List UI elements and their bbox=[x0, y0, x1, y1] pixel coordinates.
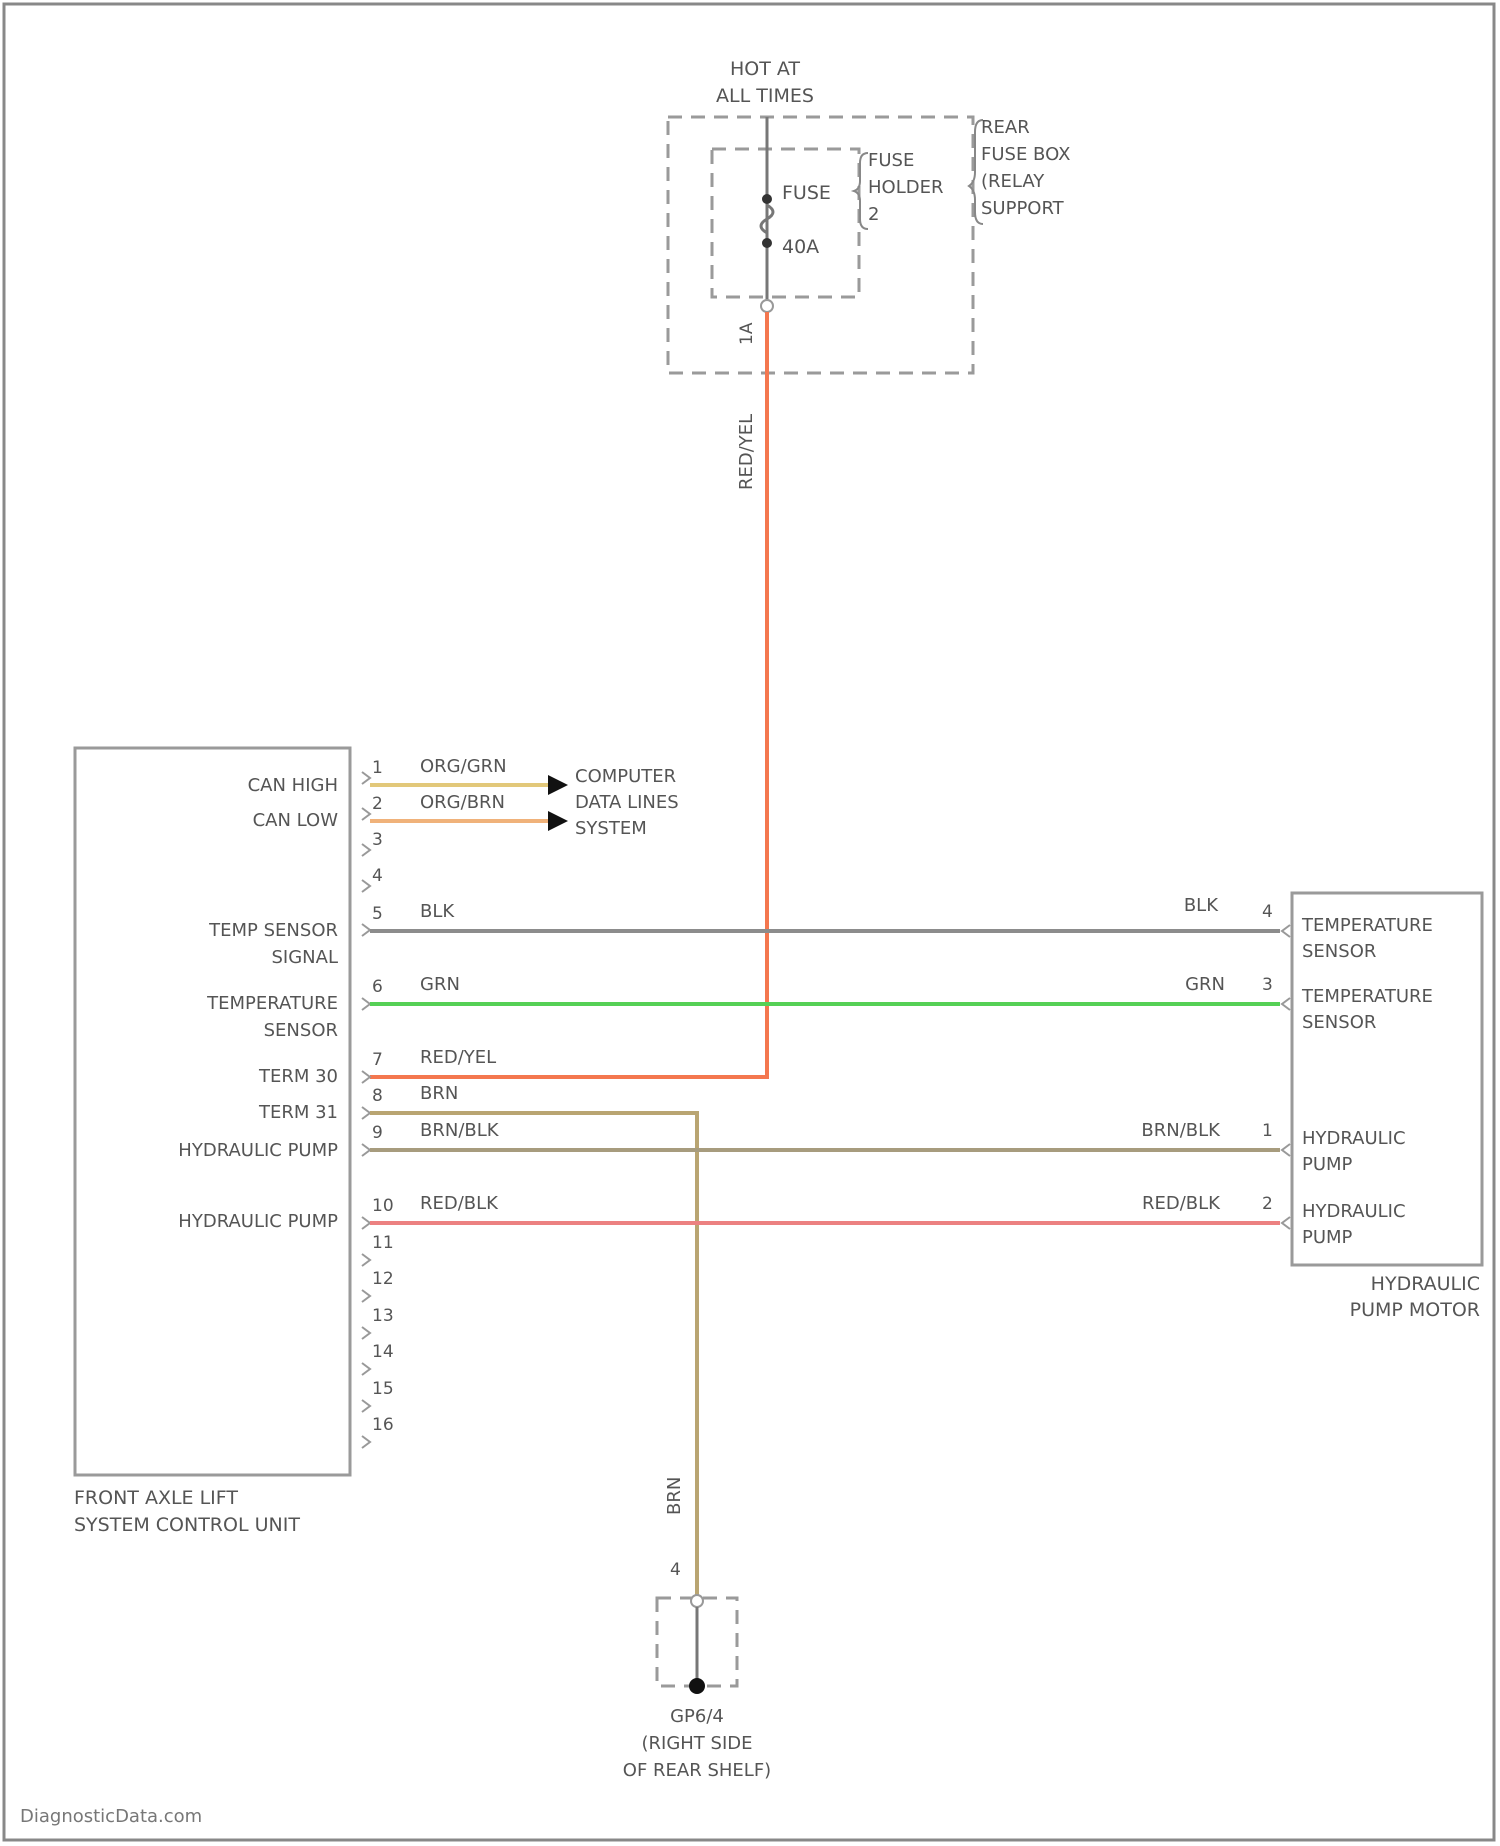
ground-connector bbox=[691, 1595, 703, 1607]
fuse-box-label-2: FUSE BOX bbox=[981, 144, 1070, 165]
cu-pin: 8 bbox=[372, 1086, 383, 1106]
fuse-box-label-1: REAR bbox=[981, 117, 1030, 138]
cu-pin: 12 bbox=[372, 1269, 394, 1289]
motor-label-p4-1: TEMPERATURE bbox=[1301, 915, 1433, 936]
wire-label-red-blk-right: RED/BLK bbox=[1142, 1193, 1221, 1214]
fuse-holder-label-1: FUSE bbox=[868, 150, 914, 171]
motor-label-p2-1: HYDRAULIC bbox=[1302, 1201, 1406, 1222]
fuse-box-label-4: SUPPORT bbox=[981, 198, 1065, 219]
motor-label-p1-1: HYDRAULIC bbox=[1302, 1128, 1406, 1149]
motor-pin: 1 bbox=[1262, 1121, 1273, 1141]
motor-label-p2-2: PUMP bbox=[1302, 1227, 1353, 1248]
wire-label-grn-right: GRN bbox=[1185, 974, 1225, 995]
wire-label-grn-left: GRN bbox=[420, 974, 460, 995]
fuse-box-label-3: (RELAY bbox=[981, 171, 1045, 192]
ground-name-3: OF REAR SHELF) bbox=[623, 1760, 771, 1781]
cu-pin: 1 bbox=[372, 758, 383, 778]
wire-label-blk-left: BLK bbox=[420, 901, 455, 922]
label-temp-sensor-signal-2: SIGNAL bbox=[272, 947, 339, 968]
cu-pin: 11 bbox=[372, 1233, 394, 1253]
label-hydraulic-pump-b: HYDRAULIC PUMP bbox=[178, 1211, 338, 1232]
ground-name-1: GP6/4 bbox=[670, 1706, 724, 1727]
wire-label-brn-blk-left: BRN/BLK bbox=[420, 1120, 500, 1141]
cu-pin: 15 bbox=[372, 1379, 394, 1399]
label-term-30: TERM 30 bbox=[258, 1066, 338, 1087]
control-unit-name-2: SYSTEM CONTROL UNIT bbox=[74, 1514, 300, 1536]
pump-motor-name-1: HYDRAULIC bbox=[1371, 1273, 1480, 1295]
hot-at-all-times-label: HOT AT bbox=[730, 58, 800, 80]
motor-pin: 3 bbox=[1262, 975, 1273, 995]
label-temperature-sensor-1: TEMPERATURE bbox=[206, 993, 338, 1014]
fuse-rating: 40A bbox=[782, 236, 819, 258]
cu-pin: 5 bbox=[372, 904, 383, 924]
motor-pin: 4 bbox=[1262, 902, 1273, 922]
motor-pin: 2 bbox=[1262, 1194, 1273, 1214]
wire-label-org-brn: ORG/BRN bbox=[420, 792, 505, 813]
cu-pin: 2 bbox=[372, 794, 383, 814]
ground-name-2: (RIGHT SIDE bbox=[641, 1733, 752, 1754]
wire-label-blk-right: BLK bbox=[1184, 895, 1219, 916]
motor-label-p4-2: SENSOR bbox=[1302, 941, 1376, 962]
fuse-holder-label-2: HOLDER bbox=[868, 177, 943, 198]
wire-label-brn: BRN bbox=[420, 1083, 458, 1104]
label-temperature-sensor-2: SENSOR bbox=[264, 1020, 338, 1041]
cu-pin: 4 bbox=[372, 866, 383, 886]
cu-pin: 13 bbox=[372, 1306, 394, 1326]
wire-label-red-blk-left: RED/BLK bbox=[420, 1193, 499, 1214]
cu-pin: 6 bbox=[372, 977, 383, 997]
fuse-pin-label: 1A bbox=[737, 322, 757, 345]
fuse-terminal-bottom bbox=[762, 238, 772, 248]
cu-pin: 10 bbox=[372, 1196, 394, 1216]
data-lines-dest-3: SYSTEM bbox=[575, 818, 647, 839]
fuse-holder-label-3: 2 bbox=[868, 204, 879, 225]
cu-pin: 16 bbox=[372, 1415, 394, 1435]
fuse-label: FUSE bbox=[782, 182, 831, 204]
label-temp-sensor-signal-1: TEMP SENSOR bbox=[208, 920, 338, 941]
data-lines-dest-1: COMPUTER bbox=[575, 766, 676, 787]
label-hydraulic-pump-a: HYDRAULIC PUMP bbox=[178, 1140, 338, 1161]
cu-pin: 3 bbox=[372, 830, 383, 850]
hot-at-all-times-label-2: ALL TIMES bbox=[716, 85, 814, 107]
data-lines-dest-2: DATA LINES bbox=[575, 792, 679, 813]
label-can-high: CAN HIGH bbox=[248, 775, 338, 796]
cu-pin: 9 bbox=[372, 1123, 383, 1143]
motor-label-p1-2: PUMP bbox=[1302, 1154, 1353, 1175]
cu-pin: 14 bbox=[372, 1342, 394, 1362]
watermark: DiagnosticData.com bbox=[20, 1806, 202, 1827]
cu-pin: 7 bbox=[372, 1050, 383, 1070]
fuse-terminal-top bbox=[762, 194, 772, 204]
fuse-connector-1a bbox=[761, 300, 773, 312]
pump-motor-name-2: PUMP MOTOR bbox=[1350, 1299, 1480, 1321]
label-term-31: TERM 31 bbox=[258, 1102, 338, 1123]
motor-label-p3-2: SENSOR bbox=[1302, 1012, 1376, 1033]
supply-wire-label: RED/YEL bbox=[736, 414, 757, 490]
control-unit-name-1: FRONT AXLE LIFT bbox=[74, 1487, 238, 1509]
ground-terminal-icon bbox=[689, 1678, 705, 1694]
wire-label-brn-blk-right: BRN/BLK bbox=[1141, 1120, 1221, 1141]
motor-label-p3-1: TEMPERATURE bbox=[1301, 986, 1433, 1007]
ground-pin: 4 bbox=[670, 1560, 681, 1580]
label-can-low: CAN LOW bbox=[253, 810, 339, 831]
wire-label-red-yel: RED/YEL bbox=[420, 1047, 496, 1068]
wire-label-org-grn: ORG/GRN bbox=[420, 756, 507, 777]
ground-wire-label: BRN bbox=[664, 1477, 685, 1515]
